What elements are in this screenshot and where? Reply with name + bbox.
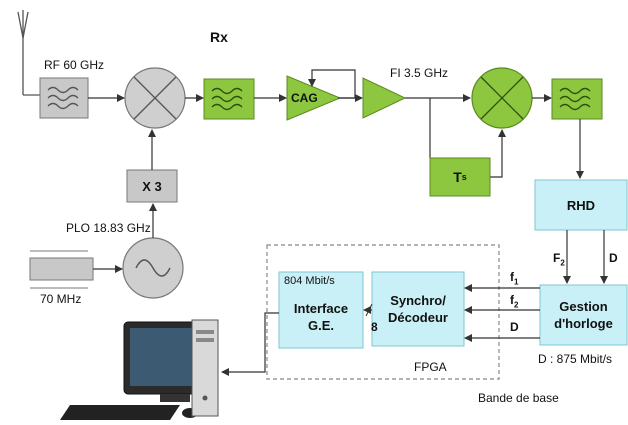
if-mixer xyxy=(471,67,533,129)
multiplier-label: X 3 xyxy=(142,178,162,194)
f2-top-label: F2 xyxy=(553,251,565,267)
rate-875-label: D : 875 Mbit/s xyxy=(538,352,613,366)
interface-label: Interface G.E. xyxy=(293,301,349,333)
computer-icon xyxy=(60,319,219,420)
f2-top-main: F xyxy=(553,251,561,265)
f2-main: f xyxy=(510,293,514,307)
f2-sub: 2 xyxy=(514,300,519,310)
rhd-block xyxy=(534,179,628,231)
d-arrow-label: D xyxy=(510,320,519,334)
fpga-label: FPGA xyxy=(414,360,447,374)
plo-label: PLO 18.83 GHz xyxy=(66,221,151,235)
rhd-label: RHD xyxy=(566,197,596,213)
interface-ge-block xyxy=(278,271,364,349)
antenna-icon xyxy=(17,10,40,96)
multiplier-block xyxy=(126,169,178,203)
fi-label: FI 3.5 GHz xyxy=(390,66,449,80)
if-amplifier xyxy=(362,77,407,119)
rf-filter xyxy=(39,77,89,119)
plo-oscillator xyxy=(122,237,184,299)
gestion-label: Gestion d'horloge xyxy=(554,299,613,331)
bus-width-label: 8 xyxy=(371,320,378,334)
baseband-label: Bande de base xyxy=(478,391,559,405)
rf-label: RF 60 GHz xyxy=(44,58,105,72)
synchro-label: Synchro/ Décodeur xyxy=(388,293,448,325)
agc-amplifier xyxy=(286,75,342,121)
f1-sub: 1 xyxy=(514,277,519,287)
ts-sub: s xyxy=(461,172,467,182)
ts-delay-block xyxy=(429,157,491,197)
ref-label: 70 MHz xyxy=(40,292,82,306)
rate-804-label: 804 Mbit/s xyxy=(284,275,335,287)
diagram-title: Rx xyxy=(210,29,228,45)
rf-mixer xyxy=(124,67,186,129)
f2-label: f2 xyxy=(510,293,518,309)
f1-main: f xyxy=(510,270,514,284)
ts-main: T xyxy=(453,169,462,185)
if-filter-2 xyxy=(551,78,603,120)
reference-70mhz xyxy=(29,250,94,289)
if-filter-1 xyxy=(203,78,255,120)
f2-top-sub: 2 xyxy=(560,258,565,268)
synchro-decodeur-block xyxy=(371,271,465,347)
fpga-boundary xyxy=(266,244,500,380)
gestion-horloge-block xyxy=(539,284,628,346)
agc-label: CAG xyxy=(291,91,318,105)
f1-label: f1 xyxy=(510,270,518,286)
d-top-label: D xyxy=(609,251,618,265)
